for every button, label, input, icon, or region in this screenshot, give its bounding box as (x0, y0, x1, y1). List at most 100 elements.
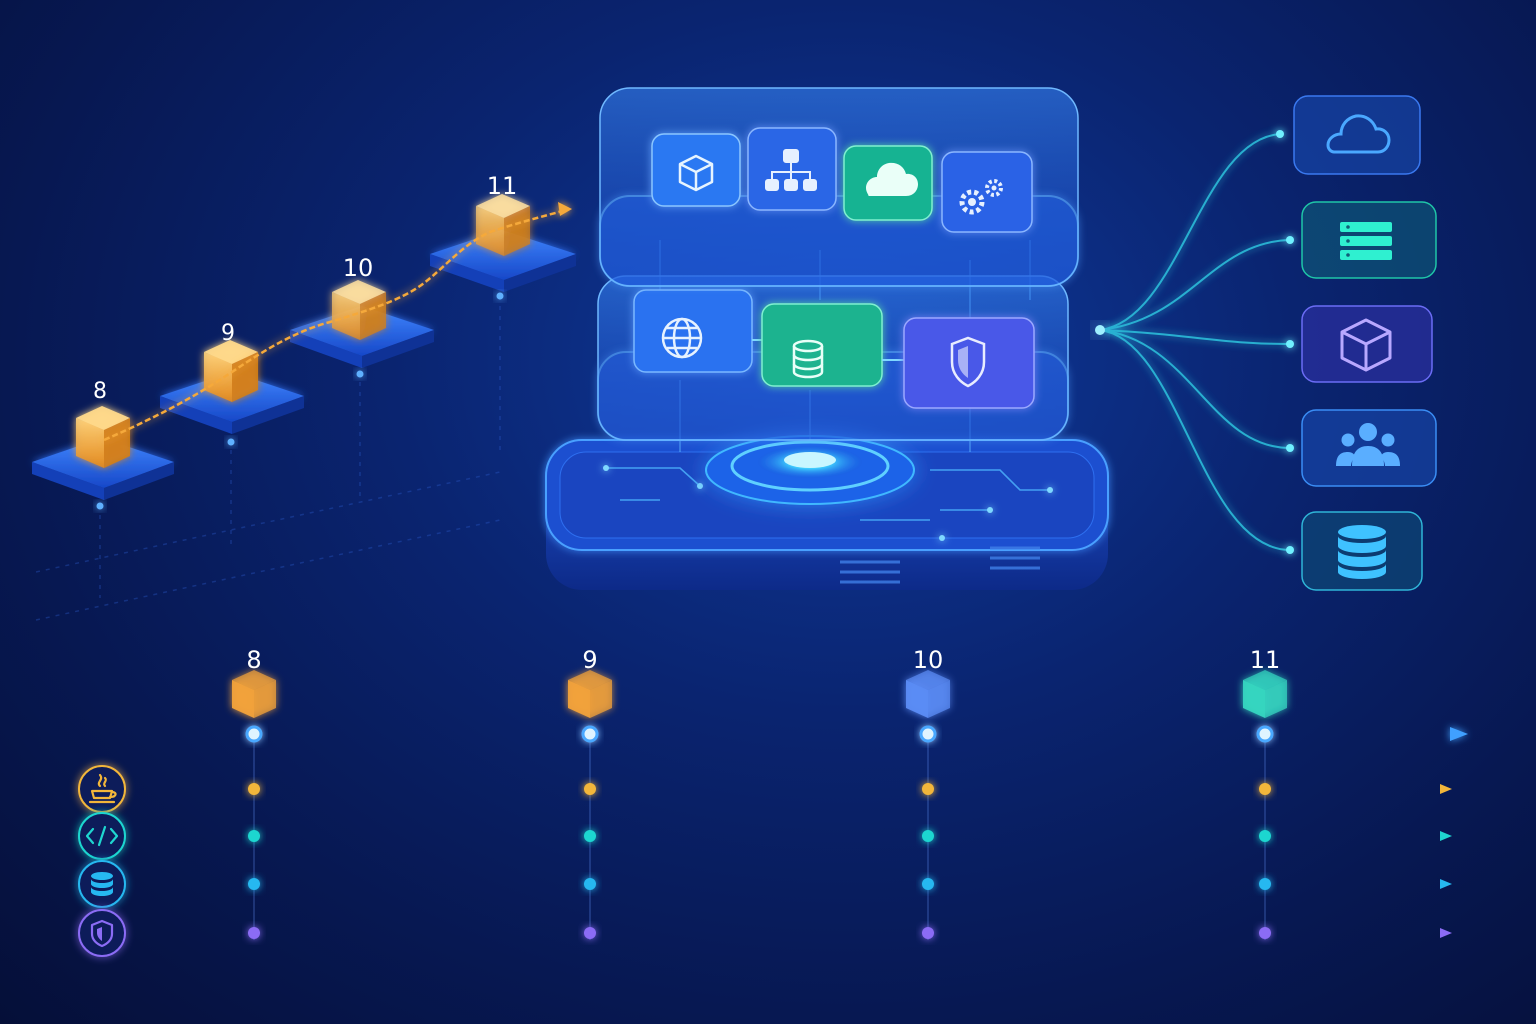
release-marker[interactable]: 10 (906, 646, 950, 743)
timeline-track-node[interactable] (248, 783, 260, 795)
module-globe (633, 289, 753, 373)
module-cube (651, 133, 741, 207)
step-tile-side (32, 462, 104, 500)
service-database[interactable] (1301, 511, 1423, 591)
version-staircase: 8 9 10 (32, 172, 576, 621)
step-node (96, 502, 104, 510)
database-icon (792, 339, 824, 379)
timeline-track-node[interactable] (248, 927, 260, 939)
circuit-nodes (603, 465, 1053, 541)
timeline-track-arrow (1440, 879, 1452, 889)
timeline-track-node[interactable] (584, 783, 596, 795)
step-tile-side (232, 396, 304, 434)
core-disc (705, 435, 915, 505)
cloud-icon (1326, 114, 1391, 154)
server-icon (1340, 222, 1392, 260)
staircase-step-9: 9 (160, 321, 304, 446)
gears-icon (959, 179, 1003, 215)
service-users[interactable] (1301, 409, 1437, 487)
step-label: 8 (93, 379, 107, 404)
service-cube[interactable] (1301, 305, 1433, 383)
cube-icon (1340, 318, 1392, 372)
shield-icon (90, 919, 114, 948)
step-tile-side (430, 254, 504, 292)
step-node (227, 438, 235, 446)
release-cube (232, 670, 276, 718)
release-marker[interactable]: 9 (568, 646, 612, 743)
release-node (1256, 725, 1274, 743)
version-cube (476, 194, 530, 256)
service-endpoint-nodes (1276, 130, 1294, 554)
track-badge[interactable] (78, 860, 126, 908)
release-cube (1243, 670, 1287, 718)
database-icon (91, 872, 113, 896)
growth-arrow-head (558, 202, 572, 216)
hierarchy-icon (765, 149, 817, 191)
cloud-icon (866, 162, 918, 196)
timeline-track-node[interactable] (1259, 878, 1271, 890)
service-server[interactable] (1301, 201, 1437, 279)
timeline-track-node[interactable] (1259, 830, 1271, 842)
platform-base (545, 435, 1109, 590)
vent-slots (840, 546, 1040, 584)
release-node (581, 725, 599, 743)
track-badge[interactable] (78, 909, 126, 957)
step-node (356, 370, 364, 378)
timeline-track-node[interactable] (248, 878, 260, 890)
step-label: 10 (343, 254, 374, 282)
release-marker[interactable]: 11 (1243, 646, 1287, 743)
timeline-track-node[interactable] (1259, 783, 1271, 795)
step-label: 11 (487, 172, 518, 200)
timeline-track-node[interactable] (584, 830, 596, 842)
timeline-track-arrow (1440, 784, 1452, 794)
release-label: 9 (582, 646, 597, 674)
track-badge[interactable] (78, 765, 126, 813)
timeline-track-node[interactable] (922, 878, 934, 890)
timeline-track-arrow (1440, 928, 1452, 938)
shield-icon (950, 336, 986, 388)
timeline-track-node[interactable] (922, 830, 934, 842)
timeline-track-badges (78, 765, 126, 957)
circuit-traces (606, 467, 1050, 521)
release-label: 10 (913, 646, 944, 674)
timeline-track-node[interactable] (248, 830, 260, 842)
release-label: 8 (246, 646, 261, 674)
platform-middle-layer (597, 275, 1069, 441)
release-marker[interactable]: 8 (232, 646, 276, 743)
module-database (761, 303, 883, 387)
module-hierarchy (747, 127, 837, 211)
step-tile-side (504, 254, 576, 292)
timeline-track-node[interactable] (584, 878, 596, 890)
track-badge-ring (78, 765, 126, 813)
timeline-axis-arrow (1450, 727, 1468, 741)
release-timeline: 8 9 10 11 (78, 646, 1468, 957)
module-cloud (843, 145, 933, 221)
version-cube (332, 280, 386, 340)
service-cloud[interactable] (1293, 95, 1421, 175)
version-cube (204, 340, 258, 402)
globe-icon (661, 317, 703, 359)
release-node (919, 725, 937, 743)
release-cube (906, 670, 950, 718)
cube-icon (678, 154, 714, 192)
staircase-step-8: 8 (32, 379, 174, 510)
timeline-track-node[interactable] (584, 927, 596, 939)
step-label: 9 (221, 321, 235, 346)
database-icon (1338, 525, 1386, 579)
timeline-track-node[interactable] (922, 927, 934, 939)
staircase-floor-lines (35, 296, 501, 621)
timeline-track-node[interactable] (922, 783, 934, 795)
timeline-markers: 8 9 10 11 (232, 646, 1287, 743)
step-tile-side (362, 330, 434, 368)
service-connections (1099, 133, 1289, 551)
timeline-track-node[interactable] (1259, 927, 1271, 939)
release-node (245, 725, 263, 743)
growth-trend-line (103, 208, 567, 442)
timeline-tracks (146, 783, 1452, 939)
staircase-step-11: 11 (430, 172, 576, 300)
track-badge[interactable] (78, 812, 126, 860)
release-label: 11 (1250, 646, 1281, 674)
step-tile-side (104, 462, 174, 500)
service-list (1293, 95, 1437, 591)
